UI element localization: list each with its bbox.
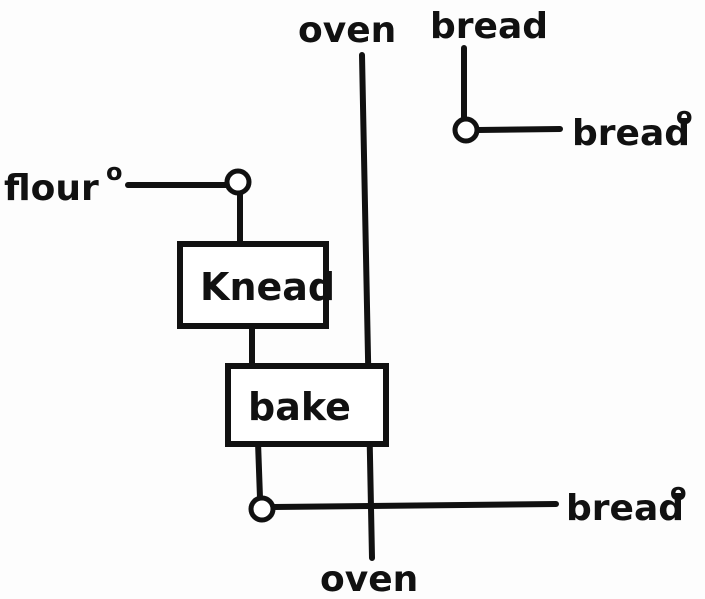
oven-wire [359,52,375,561]
bread-bottom-wire [271,501,559,510]
bake-output-wire [255,439,263,501]
flour-label: flour [4,168,99,209]
bread-bottom-output-label: bread [566,488,684,529]
bottom-oven-label: oven [320,559,418,599]
bread-top-port [452,116,480,144]
bread-top-output-mark: o [676,102,693,130]
flour-port [224,168,252,196]
bread-top-wire-horizontal [475,126,563,133]
knead-box [177,241,329,329]
bake-label: bake [248,385,351,429]
top-bread-label: bread [430,6,548,47]
knead-label: Knead [200,265,335,309]
flour-mark: o [106,158,123,186]
bake-box [225,363,389,447]
top-oven-label: oven [298,10,396,51]
bread-bottom-port [248,495,276,523]
bread-top-output-label: bread [572,113,690,154]
bread-bottom-output-mark: o [670,478,687,506]
